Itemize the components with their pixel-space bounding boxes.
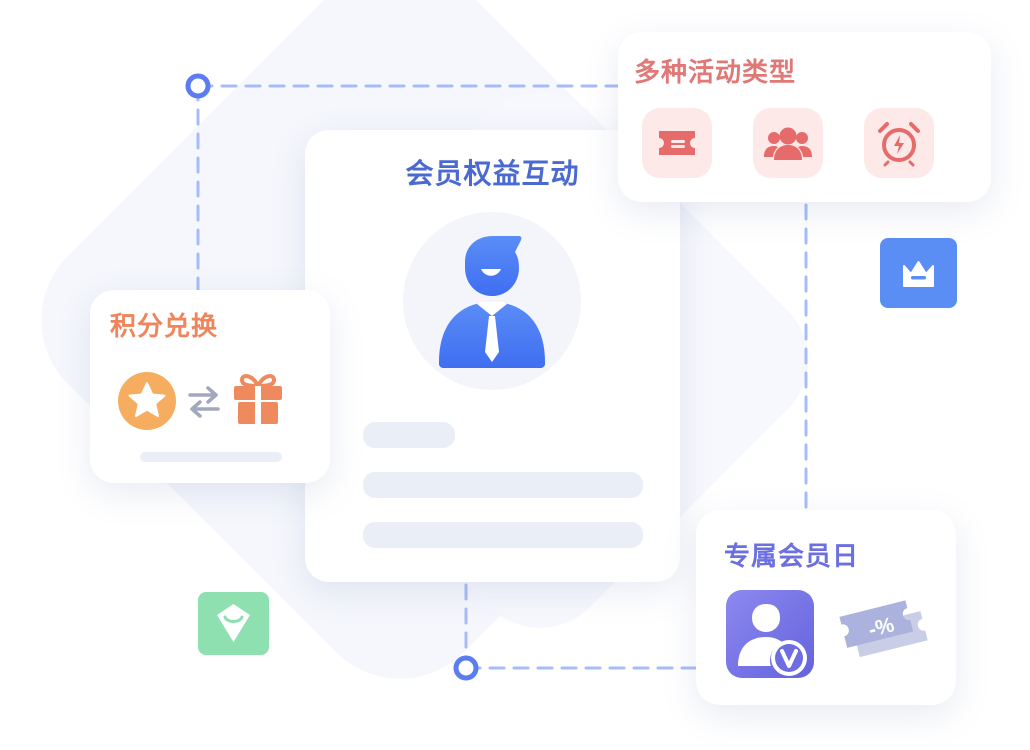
member-day-card: 专属会员日 -% bbox=[696, 510, 956, 705]
star-coin-icon bbox=[118, 372, 176, 430]
connector-node-bottom bbox=[453, 655, 479, 681]
member-benefits-card: 会员权益互动 bbox=[305, 130, 680, 582]
member-benefits-title: 会员权益互动 bbox=[405, 157, 580, 190]
discount-coupon-icon: -% bbox=[839, 600, 928, 658]
crown-icon bbox=[880, 238, 957, 308]
diamond-bag-icon bbox=[198, 592, 269, 655]
alarm-clock-icon bbox=[864, 108, 934, 178]
ticket-icon bbox=[642, 108, 712, 178]
vip-user-icon bbox=[726, 590, 814, 678]
member-day-title: 专属会员日 bbox=[724, 542, 860, 572]
content-placeholder-bar bbox=[363, 522, 643, 548]
business-person-icon bbox=[403, 212, 581, 390]
gift-box-icon bbox=[234, 374, 282, 424]
points-exchange-card: 积分兑换 bbox=[90, 290, 330, 483]
activity-types-title: 多种活动类型 bbox=[634, 58, 797, 88]
connector-node-top-left bbox=[185, 73, 211, 99]
swap-arrows-icon bbox=[188, 386, 220, 418]
content-placeholder-bar-short bbox=[363, 422, 455, 448]
points-exchange-title: 积分兑换 bbox=[110, 312, 219, 342]
content-placeholder-bar bbox=[363, 472, 643, 498]
progress-placeholder-bar bbox=[140, 452, 282, 462]
group-people-icon bbox=[753, 108, 823, 178]
activity-types-card: 多种活动类型 bbox=[618, 32, 991, 202]
